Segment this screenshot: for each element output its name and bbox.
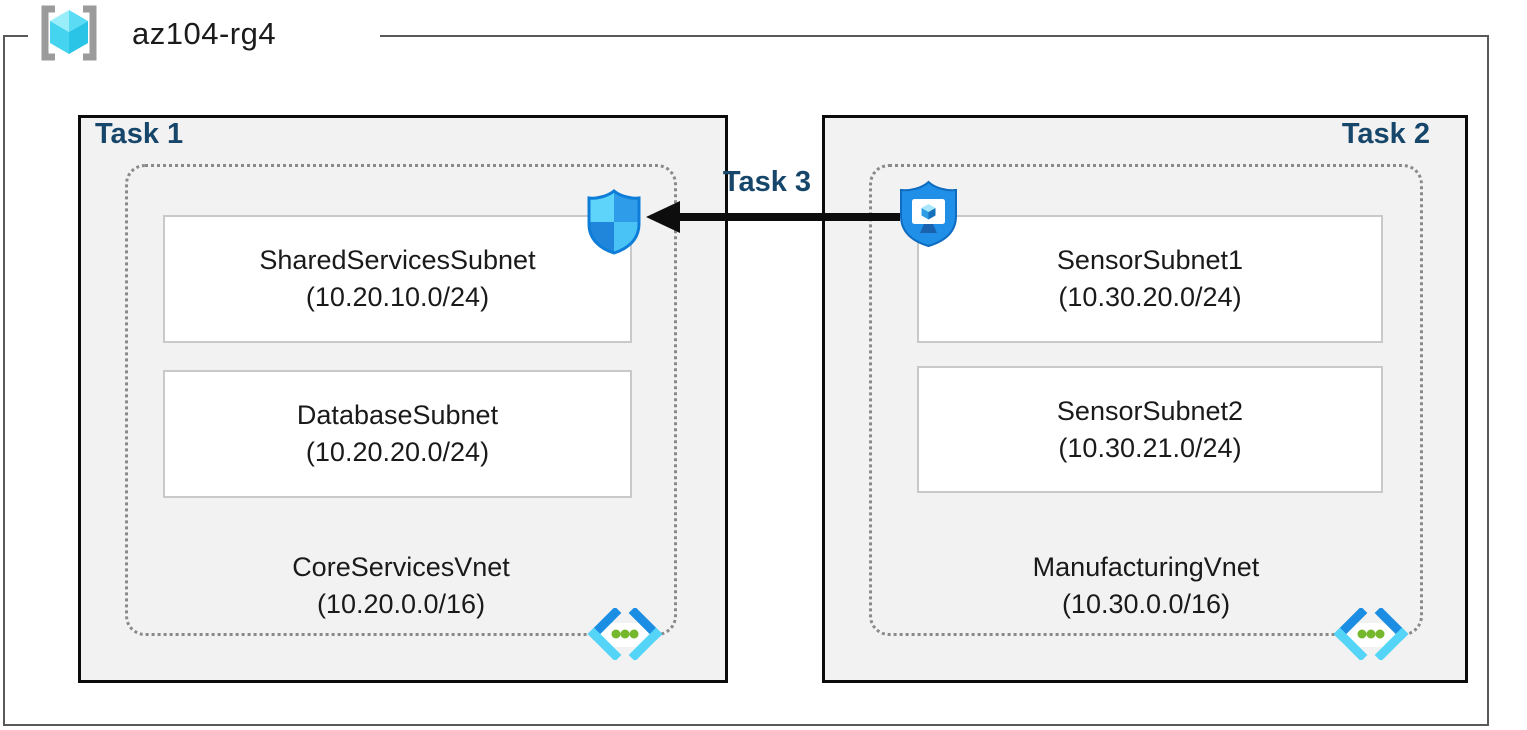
subnet-cidr: (10.30.21.0/24) bbox=[1058, 432, 1242, 463]
manufacturing-vnet-box bbox=[869, 164, 1423, 636]
vnet-name: ManufacturingVnet bbox=[1032, 552, 1260, 582]
subnet-cidr: (10.20.20.0/24) bbox=[305, 437, 490, 467]
frame-top-gap bbox=[28, 33, 380, 40]
resource-group-icon bbox=[41, 5, 97, 61]
virtual-network-icon bbox=[587, 608, 663, 660]
subnet-name: SensorSubnet2 bbox=[1056, 395, 1244, 426]
subnet-name: DatabaseSubnet bbox=[296, 400, 499, 430]
vnet-cidr: (10.30.0.0/16) bbox=[1061, 589, 1231, 619]
core-services-vnet-box bbox=[125, 164, 677, 636]
database-subnet-box: DatabaseSubnet (10.20.20.0/24) bbox=[163, 370, 632, 498]
subnet-name: SharedServicesSubnet bbox=[259, 245, 536, 275]
vnet-name: CoreServicesVnet bbox=[292, 552, 510, 582]
task1-label: Task 1 bbox=[95, 118, 184, 150]
sensor-subnet1-box: SensorSubnet1 (10.30.20.0/24) bbox=[917, 215, 1383, 343]
core-services-vnet-caption: CoreServicesVnet (10.20.0.0/16) bbox=[125, 549, 677, 623]
manufacturing-vnet-caption: ManufacturingVnet (10.30.0.0/16) bbox=[869, 549, 1423, 623]
network-security-group-icon bbox=[587, 189, 641, 255]
task3-label: Task 3 bbox=[722, 166, 812, 198]
bastion-shield-monitor-icon bbox=[900, 180, 957, 248]
resource-group-frame bbox=[3, 35, 1489, 726]
virtual-network-icon bbox=[1333, 608, 1409, 660]
vnet-cidr: (10.20.0.0/16) bbox=[316, 589, 486, 619]
task2-label: Task 2 bbox=[1341, 118, 1430, 150]
sensor-subnet2-box: SensorSubnet2 (10.30.21.0/24) bbox=[917, 366, 1383, 493]
task3-arrow bbox=[646, 201, 900, 233]
subnet-cidr: (10.20.10.0/24) bbox=[305, 282, 490, 312]
resource-group-title: az104-rg4 bbox=[132, 16, 277, 51]
monitor-stand bbox=[920, 224, 937, 233]
subnet-name: SensorSubnet1 bbox=[1056, 245, 1244, 275]
subnet-cidr: (10.30.20.0/24) bbox=[1058, 282, 1242, 312]
shared-services-subnet-box: SharedServicesSubnet (10.20.10.0/24) bbox=[163, 215, 632, 343]
